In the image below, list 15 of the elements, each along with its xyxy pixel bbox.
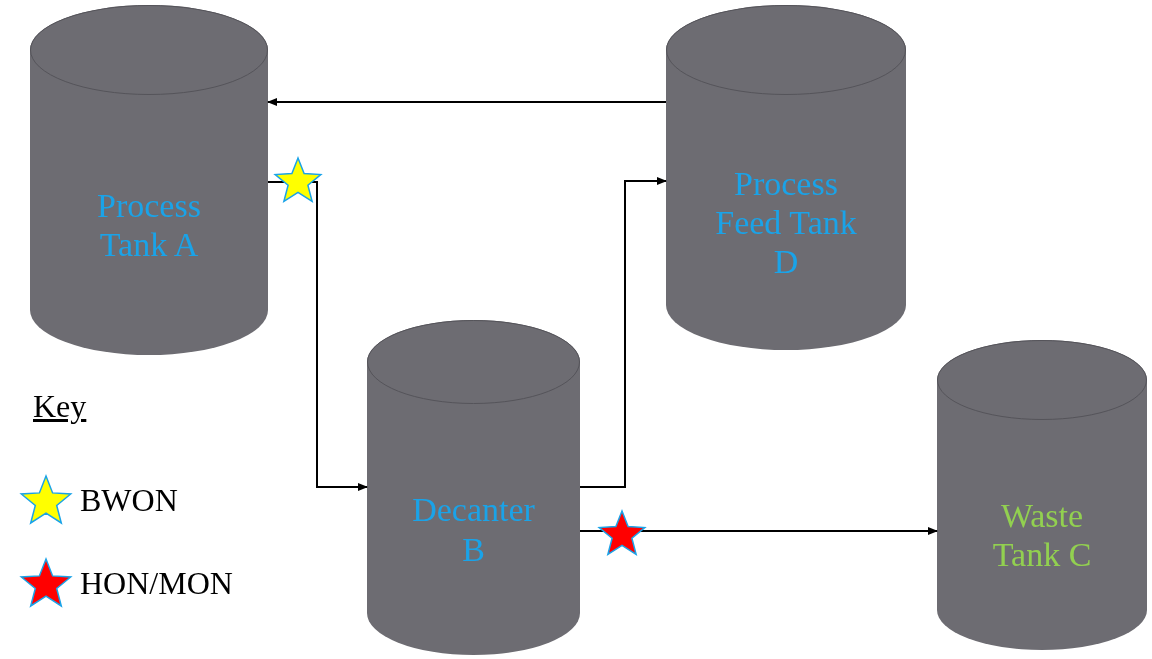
tank-label: Process Feed Tank D: [714, 163, 858, 282]
tank-cylinder: [367, 320, 580, 655]
flow-arrow: [267, 181, 368, 491]
flow-arrow: [579, 527, 938, 535]
flow-arrow: [579, 177, 667, 488]
tank-cylinder: [30, 5, 268, 355]
legend-label: HON/MON: [80, 564, 233, 602]
tank-label: Decanter B: [411, 490, 536, 569]
tank-label: Waste Tank C: [991, 495, 1093, 575]
legend-label: BWON: [80, 481, 178, 519]
tank-label: Process Tank A: [96, 185, 202, 265]
flow-arrow: [267, 98, 667, 106]
tank-cylinder: [666, 5, 906, 350]
key-heading: Key: [33, 388, 87, 425]
tank-cylinder: [937, 340, 1147, 650]
